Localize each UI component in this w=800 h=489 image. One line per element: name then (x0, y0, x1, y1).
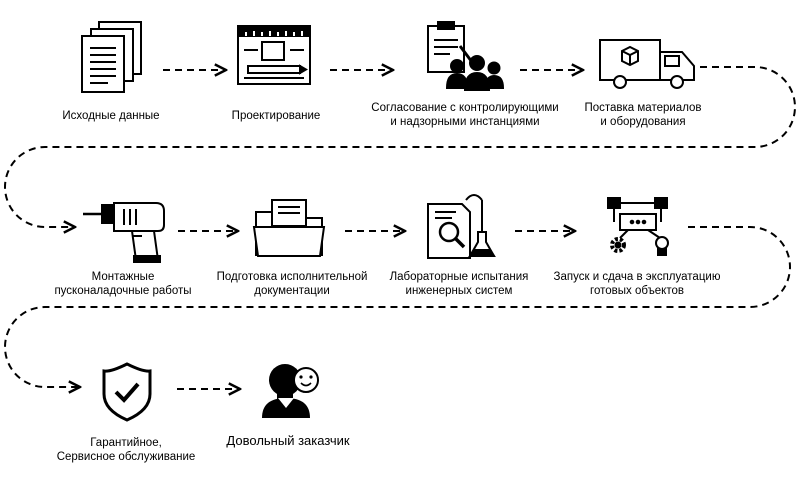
approval-team-icon (427, 21, 505, 91)
connector-4-5 (4, 66, 796, 227)
folder-icon (252, 199, 326, 257)
step-label-happy-customer: Довольный заказчик (226, 433, 350, 448)
documents-icon (81, 21, 142, 93)
step-label-design: Проектирование (231, 110, 321, 122)
step-label-source-data: Исходные данные (62, 110, 160, 122)
drill-icon (83, 202, 165, 263)
lab-test-icon (427, 194, 496, 259)
step-label-warranty-service: Гарантийное, Сервисное обслуживание (56, 437, 196, 463)
shield-check-icon (102, 362, 152, 422)
step-label-as-built-docs: Подготовка исполнительной документации (216, 271, 368, 297)
system-startup-icon (607, 197, 669, 256)
step-label-lab-tests: Лабораторные испытания инженерных систем (389, 271, 529, 297)
step-label-delivery: Поставка материалов и оборудования (584, 102, 702, 128)
happy-customer-icon (262, 364, 319, 418)
step-label-commissioning: Запуск и сдача в эксплуатацию готовых об… (553, 271, 721, 297)
step-label-approval: Согласование с контролирующими и надзорн… (371, 102, 559, 128)
step-label-installation: Монтажные пусконаладочные работы (54, 271, 192, 297)
delivery-truck-icon (599, 39, 695, 89)
blueprint-icon (237, 25, 311, 85)
connector-8-9 (4, 226, 791, 387)
